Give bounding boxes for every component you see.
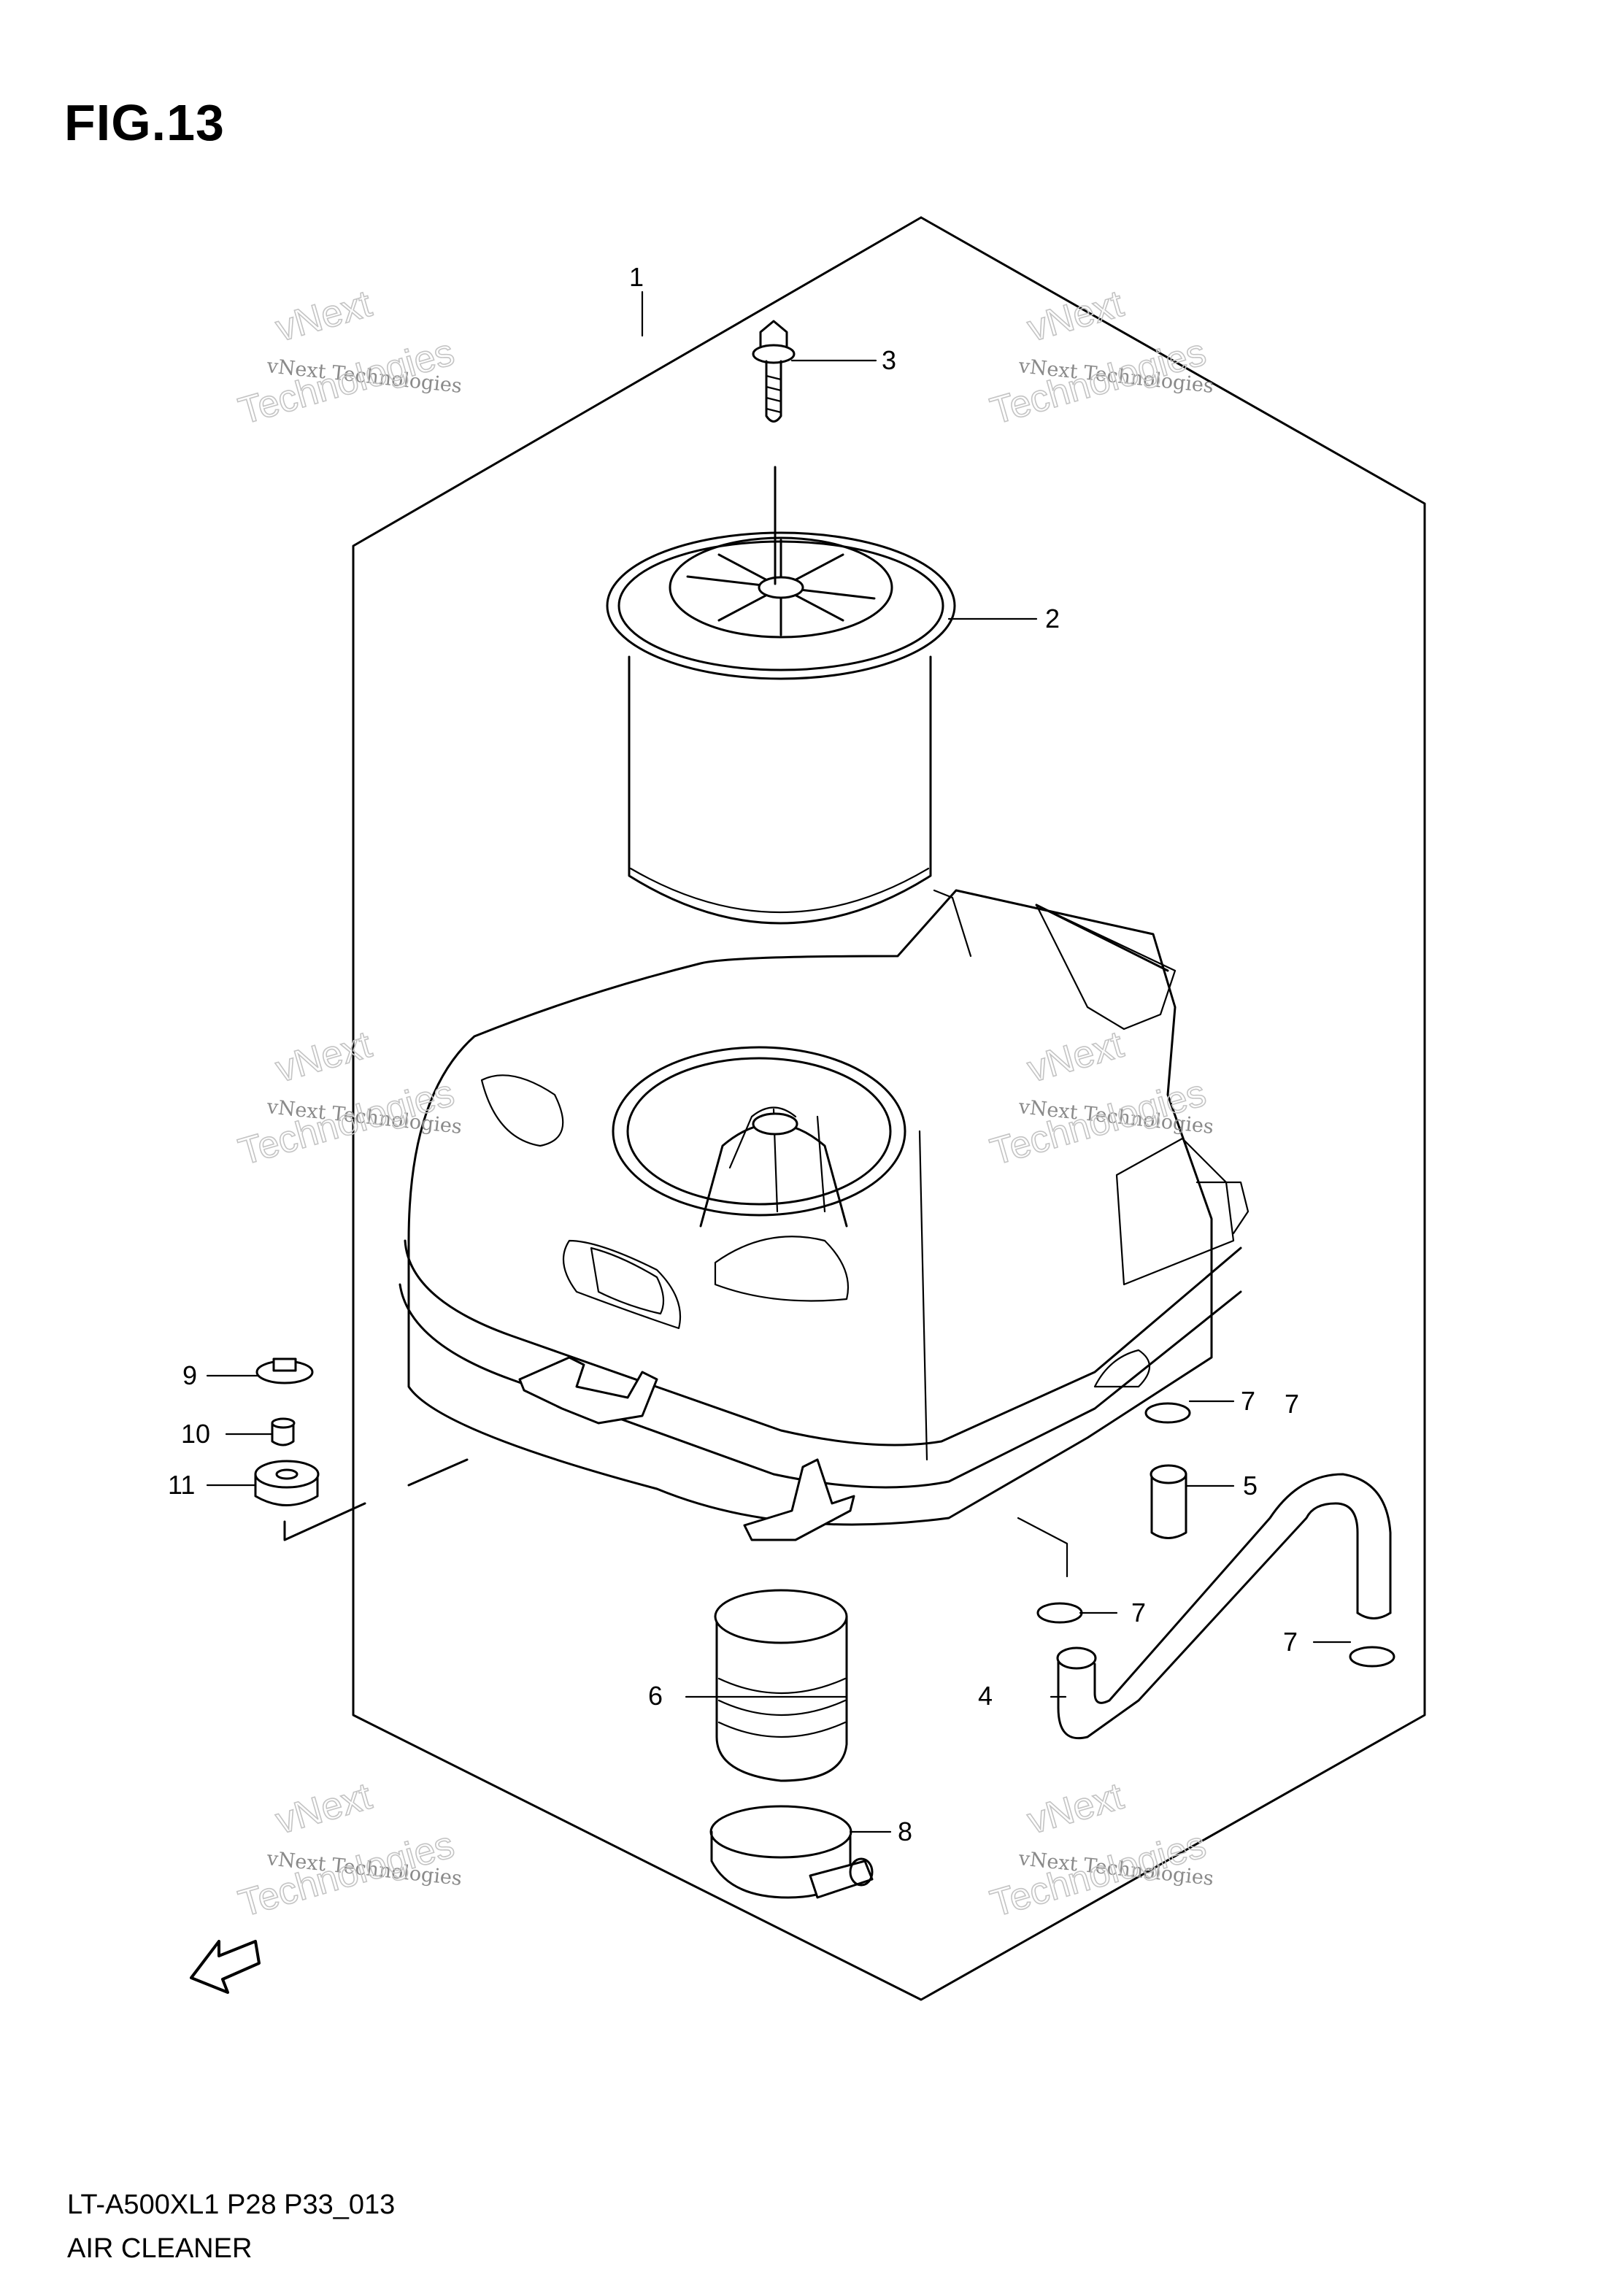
drain-hose-part <box>1056 1473 1392 1739</box>
collar-part <box>271 1417 296 1446</box>
callout-7a: 7 <box>1241 1386 1255 1416</box>
watermark-bottom-right: vNext Technologies vNext Technologies <box>985 1774 1214 1926</box>
air-filter-element-part <box>606 531 956 925</box>
callout-7d: 7 <box>1285 1389 1299 1419</box>
callout-9: 9 <box>182 1360 197 1390</box>
outlet-tube-part <box>714 1589 848 1782</box>
svg-text:vNext: vNext <box>1023 1775 1128 1843</box>
callout-4: 4 <box>978 1681 993 1711</box>
callout-2: 2 <box>1045 604 1060 633</box>
callout-7c: 7 <box>1283 1627 1298 1657</box>
watermark-top-right: vNext Technologies vNext Technologies <box>985 282 1214 434</box>
watermark-bottom-left: vNext Technologies vNext Technologies <box>234 1774 463 1926</box>
svg-text:vNext: vNext <box>1023 282 1128 350</box>
svg-text:vNext: vNext <box>272 282 377 350</box>
callout-7b: 7 <box>1131 1598 1146 1627</box>
callout-6: 6 <box>648 1681 663 1711</box>
leader-lines <box>206 290 1352 1833</box>
wing-bolt-part <box>752 320 796 585</box>
hose-clamp-parts <box>1036 1402 1395 1668</box>
figure-title: FIG.13 <box>64 94 225 151</box>
watermark-top-left: vNext Technologies vNext Technologies <box>234 282 463 434</box>
diagram-name: AIR CLEANER <box>67 2233 253 2264</box>
callout-1: 1 <box>629 262 644 292</box>
callout-10: 10 <box>181 1419 210 1449</box>
assembly-outline <box>352 216 1426 2001</box>
callout-3: 3 <box>882 345 896 375</box>
mounting-bolt-part <box>255 1357 314 1384</box>
breather-hose-part <box>1150 1464 1187 1539</box>
air-cleaner-case-part <box>398 889 1250 1541</box>
callout-5: 5 <box>1243 1471 1258 1501</box>
diagram-code: LT-A500XL1 P28 P33_013 <box>67 2189 396 2220</box>
callout-8: 8 <box>898 1817 912 1846</box>
grommet-part <box>254 1460 320 1506</box>
svg-text:vNext: vNext <box>272 1023 377 1091</box>
svg-text:vNext: vNext <box>272 1775 377 1843</box>
callout-11: 11 <box>168 1470 195 1500</box>
hose-band-clamp-part <box>709 1805 874 1899</box>
forward-direction-arrow: FWD <box>190 1940 261 1994</box>
